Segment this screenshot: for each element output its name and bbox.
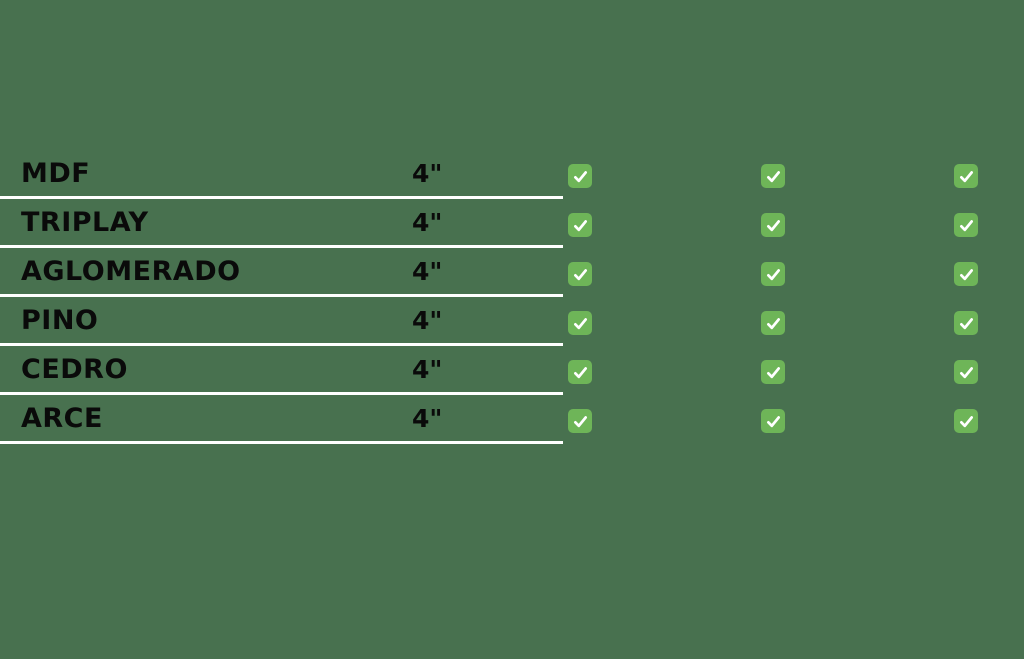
row-divider	[0, 245, 563, 248]
materials-table: MDF 4" TRIPLAY 4"	[0, 150, 1024, 444]
check-mark-icon	[954, 360, 978, 384]
table-row: MDF 4"	[0, 150, 1024, 199]
table-row: CEDRO 4"	[0, 346, 1024, 395]
check-mark-icon	[761, 262, 785, 286]
check-mark-icon	[761, 311, 785, 335]
material-name: TRIPLAY	[21, 207, 149, 238]
check-mark-icon	[568, 409, 592, 433]
check-mark-icon	[568, 164, 592, 188]
check-mark-icon	[761, 360, 785, 384]
material-name: MDF	[21, 158, 91, 189]
size-value: 4"	[412, 404, 443, 433]
check-mark-icon	[954, 262, 978, 286]
material-name: CEDRO	[21, 354, 128, 385]
check-mark-icon	[954, 409, 978, 433]
check-mark-icon	[954, 164, 978, 188]
check-mark-icon	[568, 213, 592, 237]
size-value: 4"	[412, 257, 443, 286]
row-divider	[0, 343, 563, 346]
size-value: 4"	[412, 355, 443, 384]
table-row: PINO 4"	[0, 297, 1024, 346]
check-mark-icon	[568, 262, 592, 286]
table-row: AGLOMERADO 4"	[0, 248, 1024, 297]
material-name: PINO	[21, 305, 99, 336]
size-value: 4"	[412, 159, 443, 188]
check-mark-icon	[568, 311, 592, 335]
size-value: 4"	[412, 306, 443, 335]
material-name: AGLOMERADO	[21, 256, 241, 287]
check-mark-icon	[761, 164, 785, 188]
check-mark-icon	[954, 311, 978, 335]
row-divider	[0, 294, 563, 297]
row-divider	[0, 441, 563, 444]
check-mark-icon	[568, 360, 592, 384]
size-value: 4"	[412, 208, 443, 237]
check-mark-icon	[761, 213, 785, 237]
row-divider	[0, 392, 563, 395]
table-row: TRIPLAY 4"	[0, 199, 1024, 248]
check-mark-icon	[761, 409, 785, 433]
material-name: ARCE	[21, 403, 103, 434]
table-row: ARCE 4"	[0, 395, 1024, 444]
check-mark-icon	[954, 213, 978, 237]
row-divider	[0, 196, 563, 199]
